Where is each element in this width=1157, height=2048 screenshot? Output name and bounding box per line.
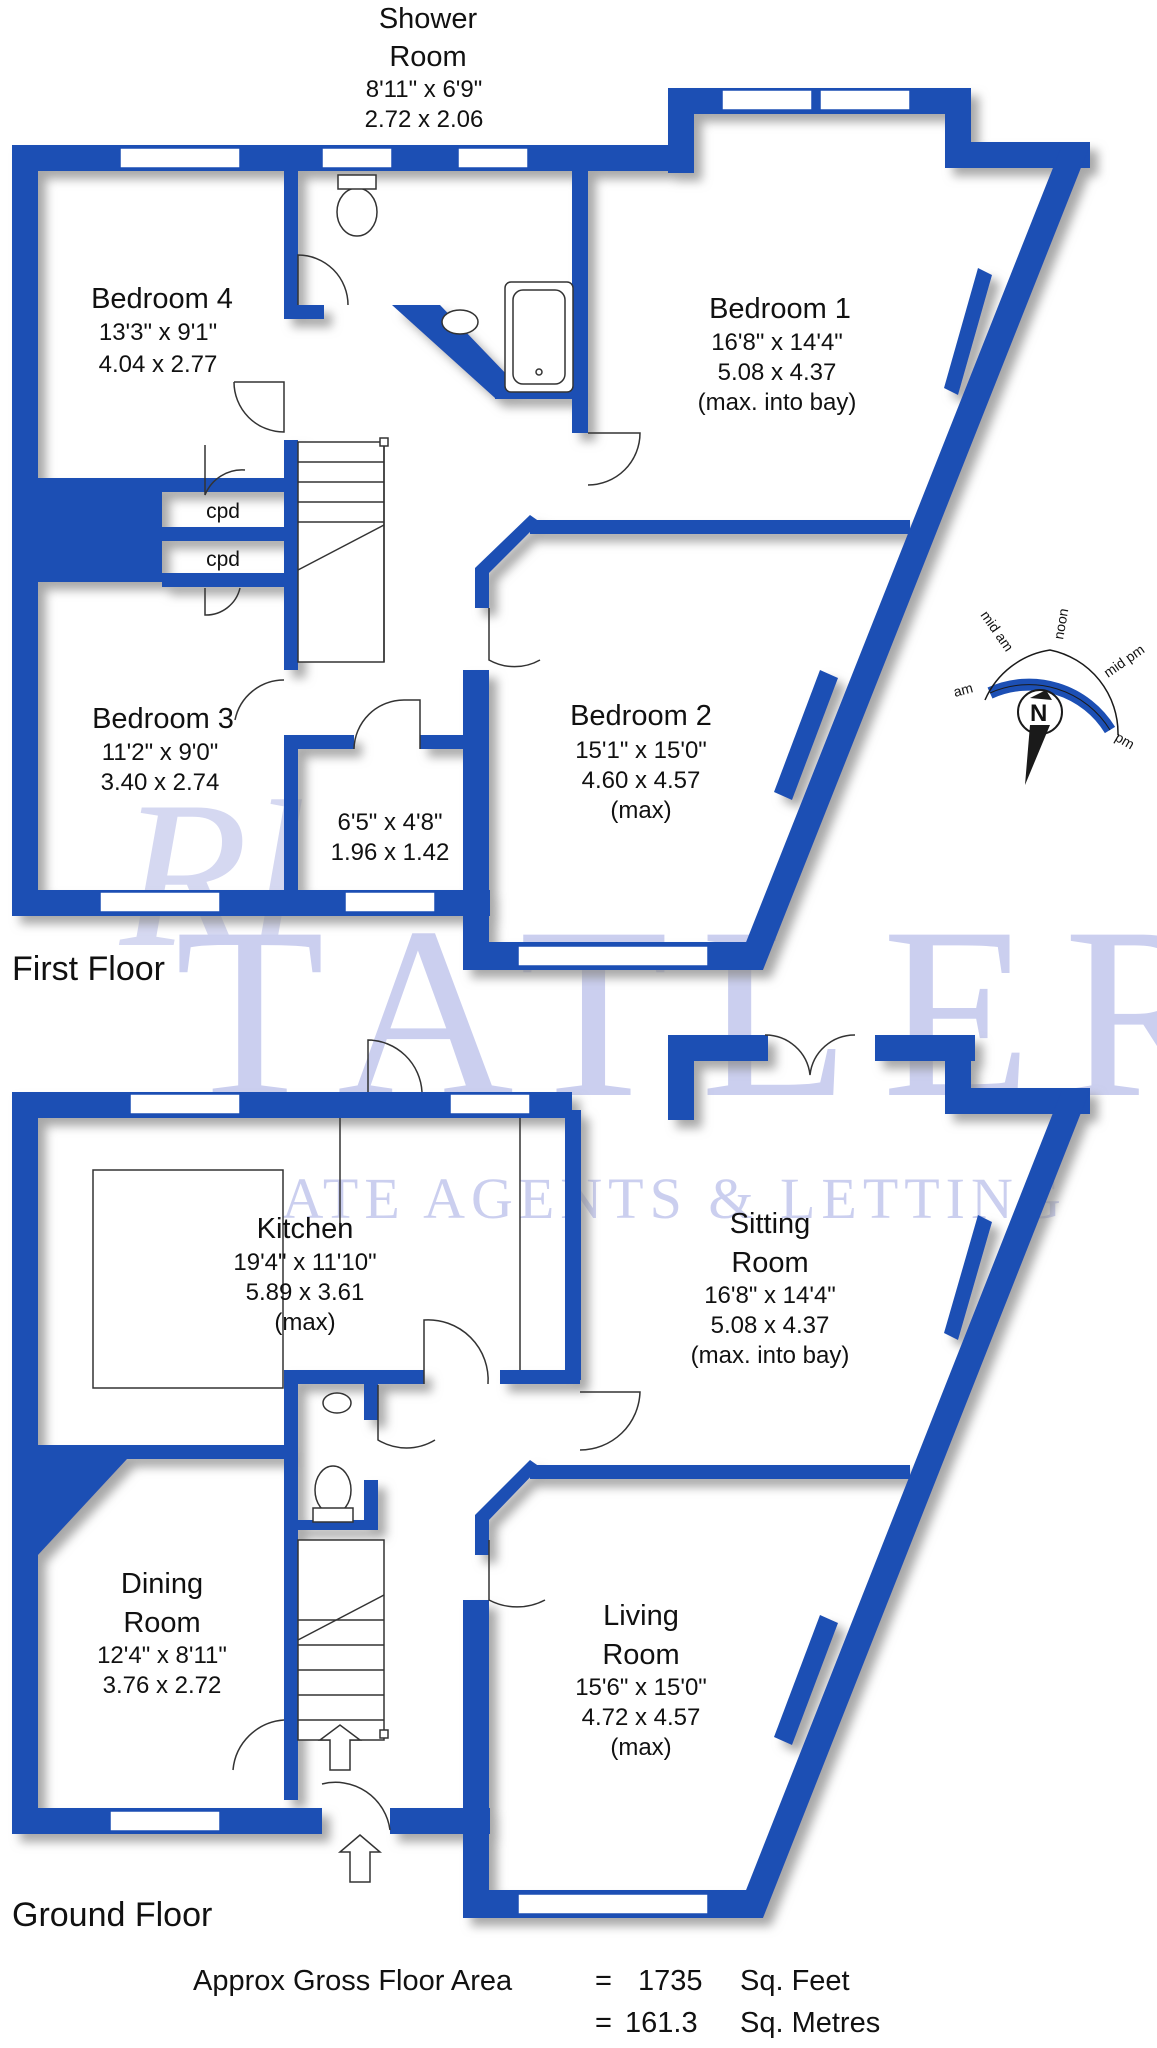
first-floor-windows — [99, 89, 911, 967]
sitting-room-metric: 5.08 x 4.37 — [711, 1312, 830, 1339]
living-room-name1: Living — [603, 1600, 679, 1632]
ground-floor-title: Ground Floor — [12, 1896, 212, 1934]
area-unit-m: Sq. Metres — [740, 2007, 880, 2039]
area-label: Approx Gross Floor Area — [193, 1965, 513, 1997]
ground-floor-windows — [109, 1093, 709, 1915]
living-room-metric: 4.72 x 4.57 — [582, 1704, 701, 1731]
bedroom4-name: Bedroom 4 — [91, 283, 233, 315]
bedroom3-metric: 3.40 x 2.74 — [101, 769, 220, 796]
ground-floor-fixtures — [92, 1034, 856, 1883]
small-room-metric: 1.96 x 1.42 — [331, 839, 450, 866]
svg-text:pm: pm — [1113, 729, 1138, 753]
area-value-m: 161.3 — [625, 2007, 698, 2039]
watermark-tagline: ESTATE AGENTS & LETTING — [165, 1166, 1067, 1231]
bedroom4-imperial: 13'3" x 9'1" — [99, 319, 217, 346]
area-eq2: = — [595, 2007, 612, 2039]
bedroom3-imperial: 11'2" x 9'0" — [102, 739, 219, 766]
first-floor-labels: Shower Room 8'11" x 6'9" 2.72 x 2.06 Bed… — [91, 3, 856, 866]
cpd-lower: cpd — [206, 548, 240, 571]
bedroom3-name: Bedroom 3 — [92, 703, 234, 735]
kitchen-metric: 5.89 x 3.61 — [246, 1279, 365, 1306]
svg-text:am: am — [952, 679, 975, 699]
sitting-room-name2: Room — [731, 1247, 808, 1279]
compass: N am mid am noon mid pm pm — [952, 607, 1148, 785]
area-value-ft: 1735 — [638, 1965, 703, 1997]
shower-room-name1: Shower — [379, 3, 478, 35]
svg-text:N: N — [1030, 700, 1047, 727]
watermark: Rl TATLER ESTATE AGENTS & LETTING — [118, 759, 1157, 1231]
svg-text:noon: noon — [1050, 607, 1071, 640]
ground-floor-plan — [12, 1035, 1090, 1918]
sitting-room-note: (max. into bay) — [691, 1342, 850, 1369]
bedroom1-metric: 5.08 x 4.37 — [718, 359, 837, 386]
bedroom2-note: (max) — [610, 797, 671, 824]
area-unit-ft: Sq. Feet — [740, 1965, 850, 1997]
bedroom4-metric: 4.04 x 2.77 — [99, 351, 218, 378]
shower-room-metric: 2.72 x 2.06 — [365, 106, 484, 133]
dining-room-imperial: 12'4" x 8'11" — [97, 1642, 227, 1669]
ground-floor-labels: Kitchen 19'4" x 11'10" 5.89 x 3.61 (max)… — [97, 1208, 849, 1761]
sitting-room-name1: Sitting — [730, 1208, 811, 1240]
sitting-room-imperial: 16'8" x 14'4" — [704, 1282, 836, 1309]
living-room-note: (max) — [610, 1734, 671, 1761]
kitchen-imperial: 19'4" x 11'10" — [233, 1249, 376, 1276]
living-room-name2: Room — [602, 1639, 679, 1671]
bedroom2-imperial: 15'1" x 15'0" — [575, 737, 707, 764]
bedroom1-note: (max. into bay) — [698, 389, 857, 416]
cpd-upper: cpd — [206, 500, 240, 523]
bedroom2-name: Bedroom 2 — [570, 700, 712, 732]
living-room-imperial: 15'6" x 15'0" — [575, 1674, 707, 1701]
small-room-imperial: 6'5" x 4'8" — [338, 809, 443, 836]
shower-room-imperial: 8'11" x 6'9" — [366, 76, 483, 103]
kitchen-note: (max) — [274, 1309, 335, 1336]
bedroom2-metric: 4.60 x 4.57 — [582, 767, 701, 794]
first-floor-fixtures — [204, 174, 641, 750]
first-floor-title: First Floor — [12, 950, 165, 988]
svg-text:mid pm: mid pm — [1101, 641, 1148, 680]
watermark-script: Rl — [118, 759, 307, 991]
dining-room-metric: 3.76 x 2.72 — [103, 1672, 222, 1699]
area-eq1: = — [595, 1965, 612, 1997]
kitchen-name: Kitchen — [257, 1213, 354, 1245]
bedroom1-imperial: 16'8" x 14'4" — [711, 329, 843, 356]
shower-room-name2: Room — [389, 41, 466, 73]
bedroom1-name: Bedroom 1 — [709, 293, 851, 325]
svg-text:mid am: mid am — [978, 608, 1017, 655]
dining-room-name1: Dining — [121, 1568, 203, 1600]
dining-room-name2: Room — [123, 1607, 200, 1639]
area-summary: Approx Gross Floor Area = 1735 Sq. Feet … — [193, 1965, 880, 2039]
